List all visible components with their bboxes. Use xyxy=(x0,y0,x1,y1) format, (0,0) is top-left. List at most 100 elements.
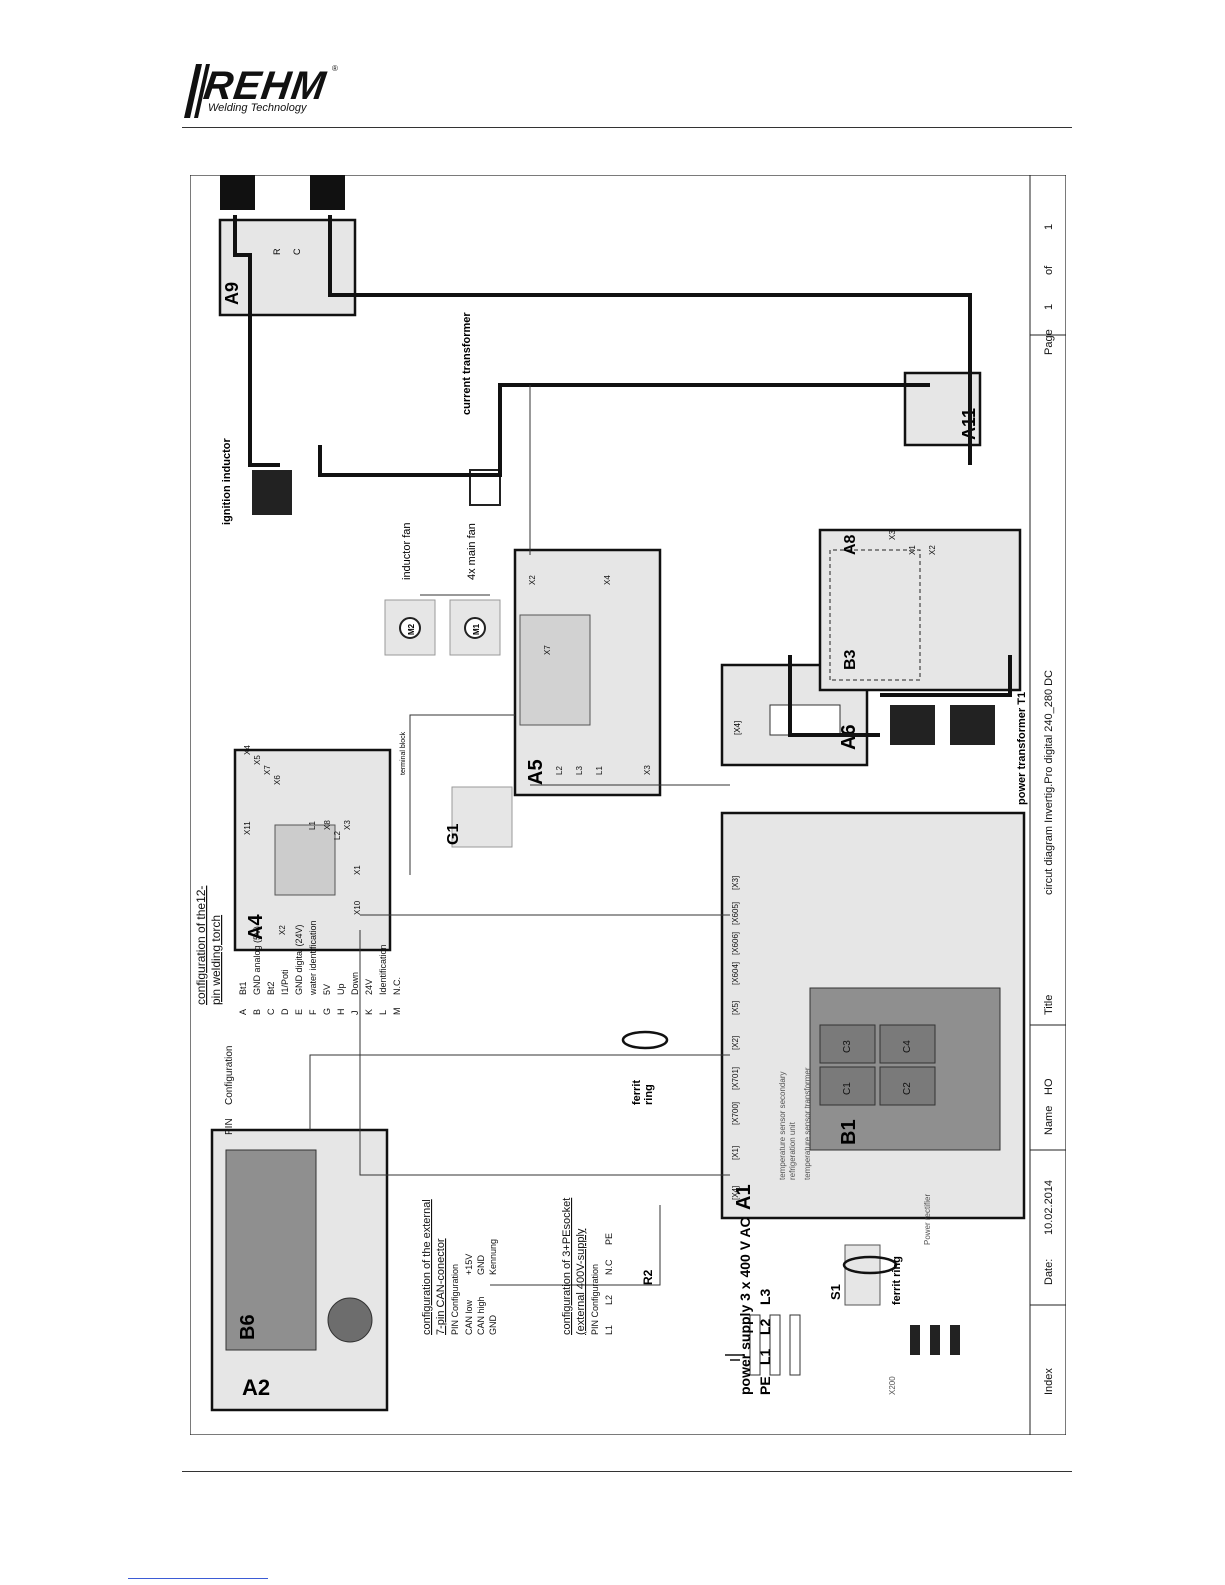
socket-row-1: L1 xyxy=(604,1325,614,1335)
tb-name-label: Name xyxy=(1043,1106,1055,1135)
torch-pin-b: B xyxy=(252,1009,262,1015)
wire-dc-2 xyxy=(880,655,1012,697)
a1-conn-x604: [X604] xyxy=(731,962,740,985)
can-row-d: +15V xyxy=(464,1254,474,1275)
label-a4: A4 xyxy=(245,914,267,940)
schematic-frame: Index Date: 10.02.2014 Name HO Title cir… xyxy=(189,174,1067,1436)
label-a9: A9 xyxy=(222,282,242,305)
tb-title-value: circut diagram Invertig.Pro digital 240_… xyxy=(1043,670,1055,895)
tb-of-label: of xyxy=(1043,265,1055,275)
choke-l3 xyxy=(910,1325,920,1355)
gas-valve-g1 xyxy=(451,786,513,848)
torch-conf-j: Down xyxy=(350,972,360,995)
a5-conn-x7: X7 xyxy=(543,645,552,655)
tb-title-label: Title xyxy=(1043,995,1055,1015)
module-b3-region xyxy=(829,549,921,681)
can-row-b: CAN high xyxy=(476,1296,486,1335)
a4-conn-x5: X5 xyxy=(253,755,262,765)
torch-config-pin-hdr: PIN xyxy=(224,1118,235,1135)
transformer-t1b-icon xyxy=(950,705,995,745)
inductor-fan-text: inductor fan xyxy=(401,523,413,580)
module-a11 xyxy=(903,371,982,447)
label-r2: R2 xyxy=(641,1269,655,1285)
fan-m2-icon xyxy=(399,617,421,639)
torch-conf-c: Bt2 xyxy=(266,981,276,995)
temp-sensor-text-2: refrigeration unit xyxy=(788,1121,797,1180)
capacitor-c3 xyxy=(819,1024,876,1064)
torch-pin-d: D xyxy=(280,1008,290,1015)
temp-sensor-text-1: temperature sensor secondary xyxy=(778,1072,787,1181)
a5-conn-l1: L1 xyxy=(595,766,604,775)
ferrit-ring-1-text-a: ferrit xyxy=(631,1080,643,1105)
tb-page-num: 1 xyxy=(1043,304,1055,310)
power-rectifier-text: Power rectifier xyxy=(923,1194,932,1245)
a5-conn-l3: L3 xyxy=(575,766,584,775)
a1-conn-x5: [X5] xyxy=(731,1001,740,1015)
torch-pin-e: E xyxy=(294,1009,304,1015)
wire-a4-a1-1 xyxy=(359,930,730,1176)
a8-conn-x2: X2 xyxy=(928,545,937,555)
a4-transformer xyxy=(274,824,336,896)
wire-torch xyxy=(233,215,280,467)
a9-part-c: C xyxy=(292,248,302,255)
ferrit-ring-1-text-b: ring xyxy=(643,1084,655,1105)
a6-connector-strip xyxy=(769,704,841,736)
logo-subtitle: Welding Technology xyxy=(208,102,307,114)
cap-label-c1: C1 xyxy=(842,1082,853,1095)
label-b1: B1 xyxy=(838,1119,860,1145)
label-s1: S1 xyxy=(828,1284,843,1300)
a1-conn-x1: [X1] xyxy=(731,1146,740,1160)
torch-config-title-2: pin welding torch xyxy=(209,915,223,1005)
fuse-f2 xyxy=(769,1314,781,1376)
ferrit-ring-1-icon xyxy=(621,1030,669,1050)
a5-conn-x3: X3 xyxy=(643,765,652,775)
wire-ground xyxy=(328,215,972,465)
a8-conn-x1: X1 xyxy=(908,545,917,555)
socket-config-header: PIN Configuration xyxy=(590,1264,600,1335)
a4-conn-x1: X1 xyxy=(353,865,362,875)
wire-a2-a1 xyxy=(309,1054,730,1130)
label-a6: A6 xyxy=(838,724,860,750)
can-row-f: Kennung xyxy=(488,1239,498,1275)
transformer-t1a-icon xyxy=(890,705,935,745)
capacitor-c1 xyxy=(819,1066,876,1106)
cap-label-c2: C2 xyxy=(902,1082,913,1095)
socket-config-title-2: (external 400V-supply xyxy=(575,1228,587,1335)
torch-pin-h: H xyxy=(336,1009,346,1016)
a4-conn-x3: X3 xyxy=(343,820,352,830)
label-g1: G1 xyxy=(445,824,462,845)
header-rule xyxy=(182,127,1072,128)
tb-page-label: Page xyxy=(1043,329,1055,355)
torch-pin-a: A xyxy=(238,1009,248,1015)
a1-conn-x4: [X4] xyxy=(731,1186,740,1200)
socket-row-3: N.C xyxy=(604,1259,614,1275)
label-b6: B6 xyxy=(237,1314,259,1340)
can-config-title-1: configuration of the external xyxy=(421,1199,433,1335)
footer-link-underline xyxy=(128,1578,268,1579)
x200-text: X200 xyxy=(888,1376,897,1395)
a4-conn-x6: X6 xyxy=(273,775,282,785)
torch-conf-f: water identification xyxy=(308,920,318,996)
label-a2: A2 xyxy=(242,1375,270,1400)
footer-rule xyxy=(182,1471,1072,1472)
a4-conn-x4: X4 xyxy=(243,745,252,755)
label-a5: A5 xyxy=(525,759,547,785)
fuse-f1 xyxy=(789,1314,801,1376)
a4-conn-x7: X7 xyxy=(263,765,272,775)
a1-conn-x3: [X3] xyxy=(731,876,740,890)
socket-row-pe: PE xyxy=(604,1233,614,1245)
torch-pin-m: M xyxy=(392,1008,402,1016)
supply-l3: L3 xyxy=(757,1288,773,1305)
torch-conf-l: Identification xyxy=(378,944,388,995)
a5-conn-x4: X4 xyxy=(603,575,612,585)
tb-page-total: 1 xyxy=(1043,224,1055,230)
supply-l2: L2 xyxy=(757,1318,773,1335)
torch-conf-b: GND analog (5V) xyxy=(252,926,262,995)
torch-pin-j: J xyxy=(350,1011,360,1016)
torch-pin-l: L xyxy=(378,1010,388,1015)
can-row-c: GND xyxy=(488,1315,498,1336)
ferrit-ring-2-text: ferrit ring xyxy=(891,1256,903,1305)
torch-pin-k: K xyxy=(364,1009,374,1015)
mains-switch-s1 xyxy=(844,1244,881,1306)
supply-pe: PE xyxy=(757,1376,773,1395)
